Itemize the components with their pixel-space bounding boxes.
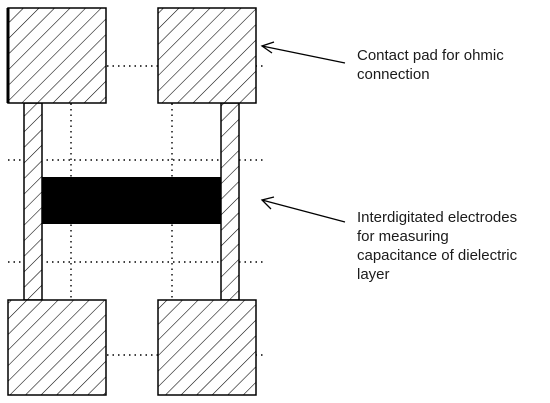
electrodes-label: Interdigitated electrodes for measuring … [357,208,517,284]
electrodes-label-line4: layer [357,266,390,283]
contact-pad-top-left [7,7,107,104]
contact-pad-bottom-right [157,299,257,396]
contact-pad-bottom-left [7,299,107,396]
arrow-electrodes [260,196,346,223]
electrodes-label-line1: Interdigitated electrodes [357,209,518,226]
contact-pad-label: Contact pad for ohmic connection [357,46,504,84]
electrodes-label-line3: capacitance of dielectric [357,247,518,264]
contact-pad-label-line2: connection [357,66,430,83]
arrow-contact-pad [260,41,346,64]
electrodes-label-line2: for measuring [357,228,449,245]
dielectric-block [42,177,221,224]
electrode-strip-left [23,102,43,301]
contact-pad-top-right [157,7,257,104]
electrode-strip-right [220,102,240,301]
contact-pad-label-line1: Contact pad for ohmic [357,47,504,64]
